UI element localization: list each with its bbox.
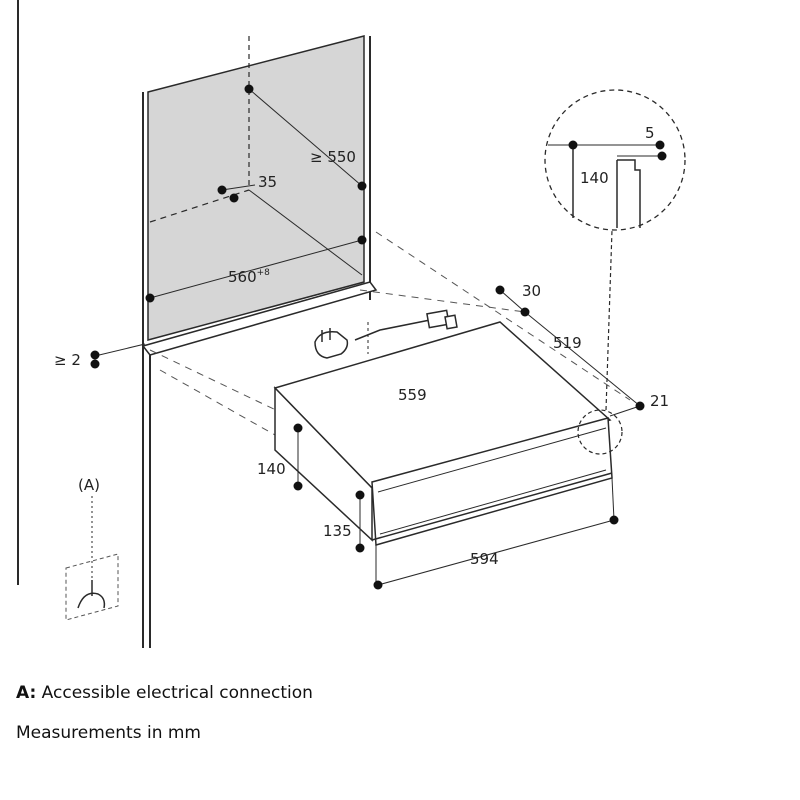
dim-line-21 [609, 405, 641, 417]
legend-key: A: [16, 683, 37, 703]
niche-floor [141, 281, 378, 356]
label-front-width: 594 [470, 550, 499, 568]
detail-source-circle [577, 409, 623, 455]
plug-icon [314, 328, 349, 359]
dim-point [495, 285, 505, 295]
label-body-height: 140 [257, 460, 286, 478]
dim-point [293, 423, 303, 433]
projection-line [149, 349, 281, 413]
dim-point [244, 84, 254, 94]
detail-profile [548, 144, 662, 228]
dim-line-30 [499, 289, 526, 313]
ext-line [611, 477, 615, 521]
gap-dim-line [94, 343, 146, 357]
legend-text: Accessible electrical connection [36, 683, 313, 703]
detail-circle [544, 89, 686, 231]
label-rear-gap: 35 [258, 173, 277, 191]
label-connection-marker: (A) [78, 476, 100, 494]
projection-line [159, 369, 377, 493]
label-appliance-width-top: 559 [398, 386, 427, 404]
dim-line-594 [377, 519, 615, 586]
niche-back-panel [147, 35, 365, 341]
dim-point [635, 401, 645, 411]
detail-leader [605, 229, 613, 411]
niche-diagonal [248, 189, 363, 276]
front-inner-edge [379, 469, 607, 535]
dim-point [568, 140, 578, 150]
front-trim [371, 472, 613, 541]
dim-point [657, 151, 667, 161]
connection-box [65, 553, 119, 621]
dim-point [229, 193, 239, 203]
label-appliance-depth: 519 [553, 334, 582, 352]
dim-point [373, 580, 383, 590]
dim-point [655, 140, 665, 150]
dim-point [520, 307, 530, 317]
label-detail-height: 140 [580, 169, 609, 187]
front-handle-edge [377, 427, 607, 493]
legend-connection: A: Accessible electrical connection [16, 683, 313, 703]
dim-point [609, 515, 619, 525]
projection-line [359, 289, 526, 313]
dim-line-519 [524, 311, 641, 407]
label-niche-depth: ≥ 550 [310, 148, 356, 166]
label-detail-offset: 5 [645, 124, 655, 142]
dim-point [293, 481, 303, 491]
label-side-gap: ≥ 2 [54, 351, 81, 369]
power-cable [354, 319, 431, 341]
label-cable-offset: 30 [522, 282, 541, 300]
dim-point [145, 293, 155, 303]
depth-dim-line [248, 88, 363, 187]
dim-point [90, 350, 100, 360]
dim-point [90, 359, 100, 369]
dim-point [355, 490, 365, 500]
socket-icon [77, 580, 106, 609]
legend-units: Measurements in mm [16, 723, 201, 743]
width-dim-line [149, 239, 363, 299]
label-niche-width: 560+8 [228, 268, 270, 286]
label-front-offset: 21 [650, 392, 669, 410]
dim-point [217, 185, 227, 195]
dim-point [357, 181, 367, 191]
dim-point [357, 235, 367, 245]
projection-line [375, 231, 631, 401]
dim-point [355, 543, 365, 553]
connector-icon [426, 309, 458, 330]
rear-gap-line [221, 184, 256, 191]
label-front-height: 135 [323, 522, 352, 540]
